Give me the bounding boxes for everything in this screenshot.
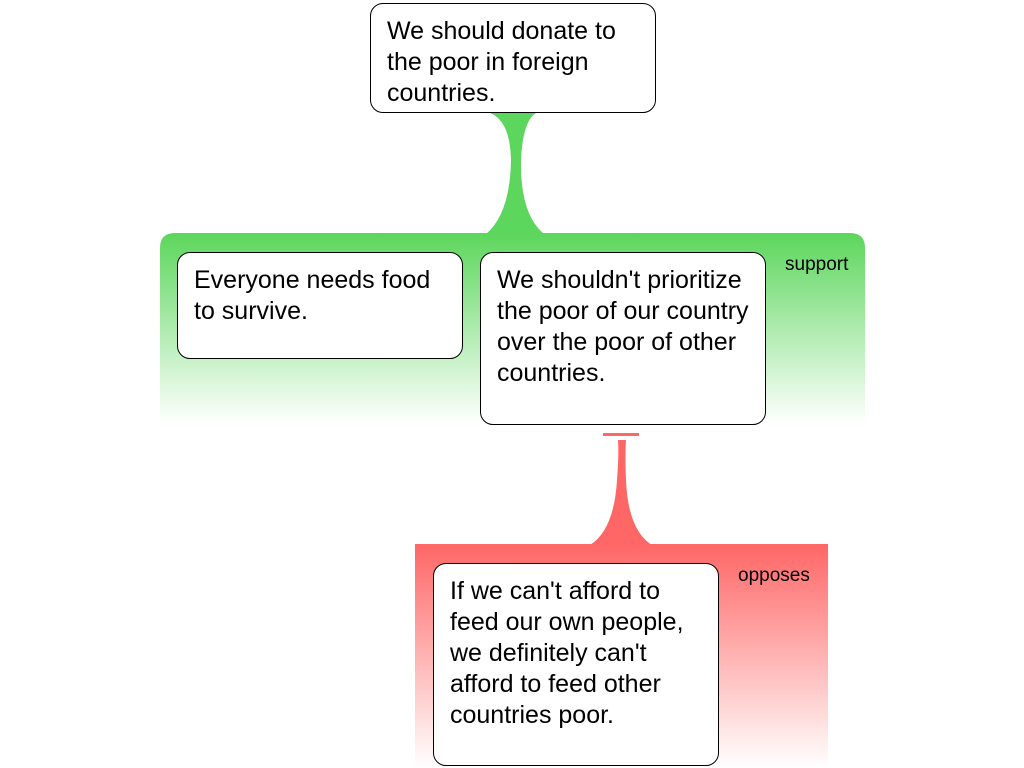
root-claim-box[interactable]: We should donate to the poor in foreign … <box>370 3 656 113</box>
support-connector-stem <box>486 112 544 234</box>
objection-box[interactable]: If we can't afford to feed our own peopl… <box>433 563 719 766</box>
opposes-label: opposes <box>738 565 810 586</box>
reason-text-food: Everyone needs food to survive. <box>194 266 431 325</box>
opposes-target-bar <box>603 433 639 436</box>
root-claim-text: We should donate to the poor in foreign … <box>387 17 616 107</box>
support-label: support <box>785 254 849 275</box>
reason-box-prioritize[interactable]: We shouldn't prioritize the poor of our … <box>480 252 766 425</box>
reason-box-food[interactable]: Everyone needs food to survive. <box>177 252 463 359</box>
reason-text-prioritize: We shouldn't prioritize the poor of our … <box>497 266 749 387</box>
opposes-connector-stem <box>590 440 652 545</box>
objection-text: If we can't afford to feed our own peopl… <box>450 577 684 729</box>
